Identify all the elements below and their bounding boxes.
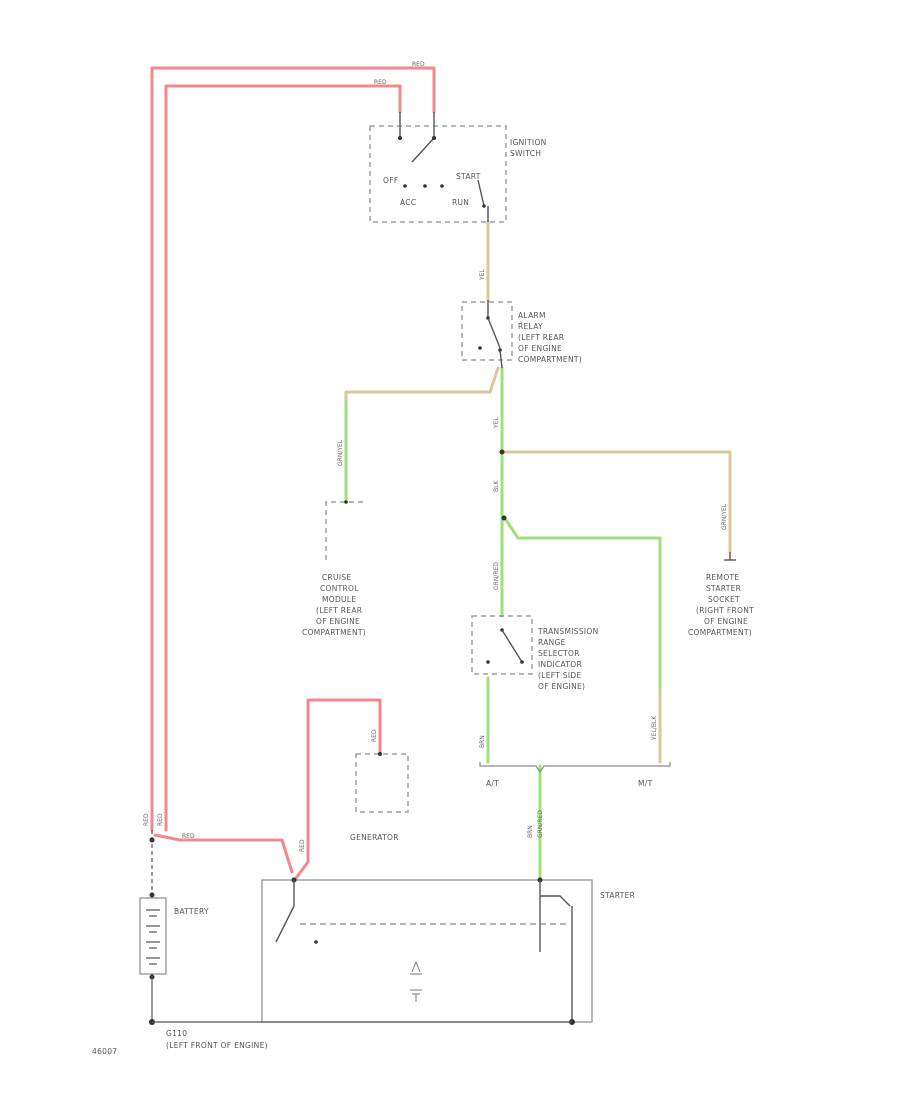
- splice-1: [499, 449, 505, 455]
- wires: [150, 66, 732, 882]
- ign-pos-start: START: [456, 172, 481, 181]
- battery-label: BATTERY: [174, 907, 209, 916]
- wire-label-red-inner: RED: [374, 79, 387, 86]
- remote-starter-socket: REMOTE STARTER SOCKET (RIGHT FRONT OF EN…: [688, 552, 754, 637]
- relay-l2: RELAY: [518, 322, 543, 331]
- ign-pos-run: RUN: [452, 198, 469, 207]
- remote-l2: STARTER: [706, 584, 741, 593]
- transmission-range-switch: TRANSMISSION RANGE SELECTOR INDICATOR (L…: [471, 615, 599, 691]
- ground: G110 (LEFT FRONT OF ENGINE): [152, 1021, 572, 1050]
- relay-l4: OF ENGINE: [518, 344, 562, 353]
- wire-label-mt: YEL/BLK: [651, 715, 658, 741]
- wire-label-red-bottom: RED: [182, 833, 195, 840]
- ignition-switch: OFF START ACC RUN IGNITION SWITCH: [369, 112, 547, 223]
- branch-at: A/T: [486, 779, 499, 788]
- wire-label-cruise: GRN/YEL: [337, 439, 344, 466]
- wire-label-red-left1: RED: [143, 813, 150, 826]
- relay-l3: (LEFT REAR: [518, 333, 564, 342]
- at-mt-branch: A/T M/T: [479, 762, 671, 788]
- relay-l1: ALARM: [518, 311, 546, 320]
- wire-label-at: BRN: [479, 735, 486, 748]
- wire-red-battery-ignition-outer: [150, 66, 436, 832]
- remote-l4: (RIGHT FRONT: [696, 606, 754, 615]
- wire-junction-remote: [500, 450, 732, 554]
- ign-pos-acc: ACC: [400, 198, 416, 207]
- wire-label-yel-ign: YEL: [479, 269, 486, 281]
- cruise-control-module: CRUISE CONTROL MODULE (LEFT REAR OF ENGI…: [302, 500, 366, 637]
- cruise-l1: CRUISE: [322, 573, 351, 582]
- remote-l3: SOCKET: [708, 595, 740, 604]
- wire-label-remote: GRN/YEL: [721, 503, 728, 530]
- trans-l4: INDICATOR: [538, 660, 582, 669]
- wire-relay-cruise: [344, 366, 500, 404]
- trans-l5: (LEFT SIDE: [538, 671, 581, 680]
- cruise-l2: CONTROL: [320, 584, 359, 593]
- starter-label: STARTER: [600, 891, 635, 900]
- cruise-l6: COMPARTMENT): [302, 628, 366, 637]
- branch-mt: M/T: [638, 779, 653, 788]
- remote-l6: COMPARTMENT): [688, 628, 752, 637]
- trans-l1: TRANSMISSION: [537, 627, 599, 636]
- wire-label-starter-2: GRN/RED: [537, 810, 544, 838]
- ign-pos-off: OFF: [383, 176, 398, 185]
- generator: GENERATOR: [350, 752, 409, 842]
- ground-l1: G110: [166, 1029, 187, 1038]
- cruise-l3: MODULE: [322, 595, 356, 604]
- cruise-l4: (LEFT REAR: [316, 606, 362, 615]
- ignition-title-1: IGNITION: [510, 138, 547, 147]
- splice-2: [501, 515, 507, 521]
- starter: STARTER: [261, 877, 635, 1025]
- wire-label-red-gen-top: RED: [371, 729, 378, 742]
- wire-labels: RED RED RED RED RED RED RED YEL GRN/YEL …: [143, 61, 728, 852]
- ignition-title-2: SWITCH: [510, 149, 541, 158]
- wire-splice-mt: [504, 518, 662, 692]
- wire-label-relay-down: YEL: [493, 417, 500, 429]
- remote-l5: OF ENGINE: [704, 617, 748, 626]
- trans-l2: RANGE: [538, 638, 566, 647]
- wire-red-generator-starter: [294, 698, 382, 880]
- wire-label-red-left2: RED: [157, 813, 164, 826]
- relay-l5: COMPARTMENT): [518, 355, 582, 364]
- wire-label-red-top: RED: [412, 61, 425, 68]
- wire-red-battery-starter: [153, 833, 294, 874]
- trans-l6: OF ENGINE): [538, 682, 585, 691]
- cruise-l5: OF ENGINE: [316, 617, 360, 626]
- wire-label-junction-down: BLK: [493, 480, 500, 492]
- remote-l1: REMOTE: [706, 573, 739, 582]
- wire-label-starter-1: BRN: [527, 825, 534, 838]
- ground-l2: (LEFT FRONT OF ENGINE): [166, 1041, 268, 1050]
- figure-code: 46007: [92, 1047, 117, 1056]
- battery: BATTERY: [139, 830, 209, 1025]
- wire-label-red-gen: RED: [299, 839, 306, 852]
- trans-l3: SELECTOR: [538, 649, 580, 658]
- wire-label-trans-in: GRN/RED: [493, 562, 500, 590]
- generator-label: GENERATOR: [350, 833, 399, 842]
- wire-red-battery-ignition-inner: [164, 84, 402, 832]
- alarm-relay: ALARM RELAY (LEFT REAR OF ENGINE COMPART…: [461, 300, 582, 369]
